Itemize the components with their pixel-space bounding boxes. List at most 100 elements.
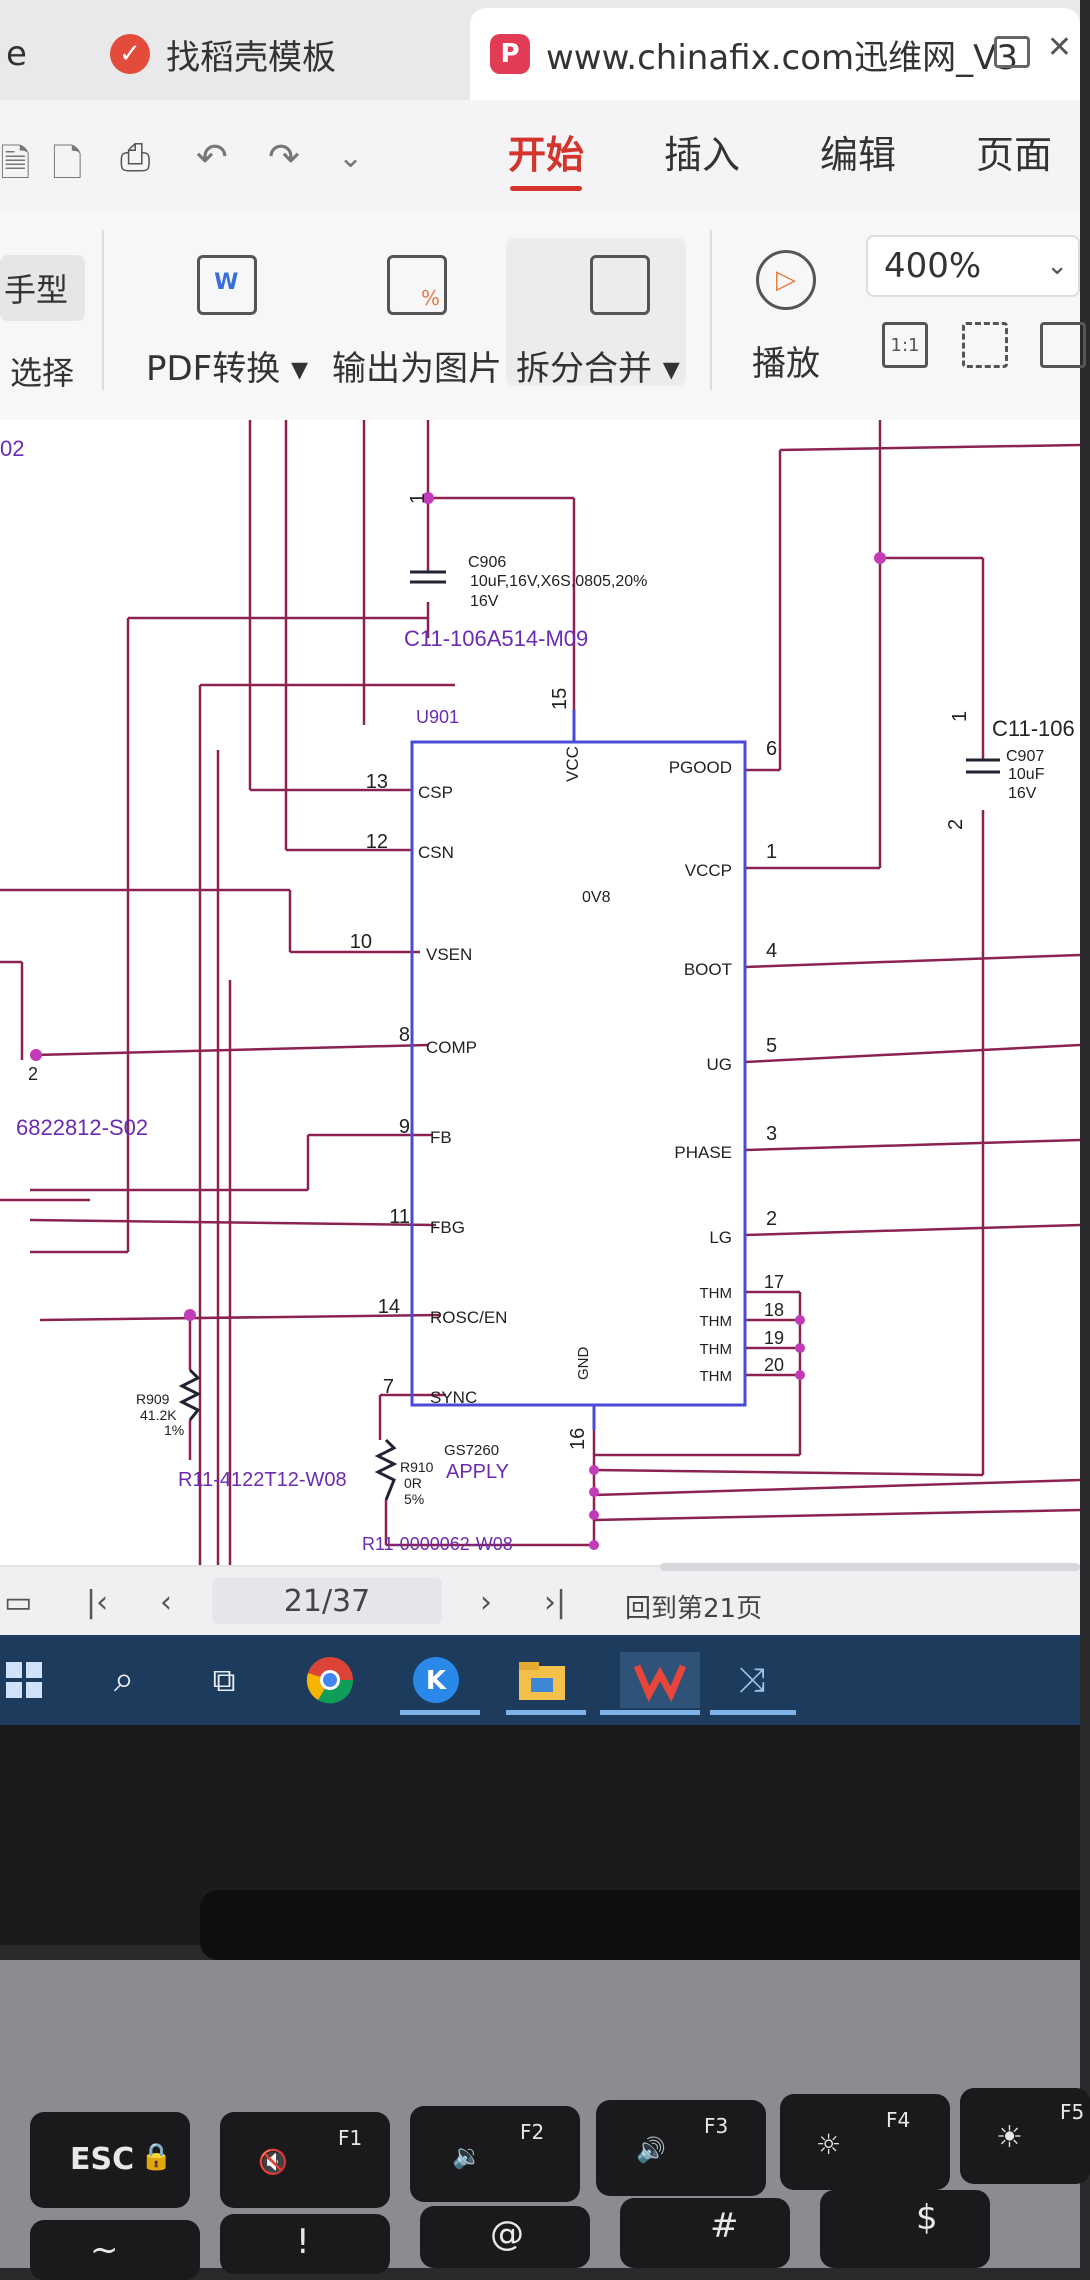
- horizontal-scrollbar[interactable]: [660, 1563, 1080, 1571]
- menu-start[interactable]: 开始: [508, 133, 585, 177]
- gnd-pin-name: GND: [575, 1347, 592, 1381]
- chevron-down-icon: ⌄: [1046, 251, 1068, 281]
- save-icon[interactable]: 🗎: [0, 141, 31, 185]
- split-merge-label: 拆分合并 ▾: [516, 349, 680, 389]
- next-page-icon[interactable]: ›: [480, 1585, 492, 1620]
- close-icon[interactable]: ✕: [1046, 30, 1072, 65]
- tilde-label: ~: [90, 2230, 119, 2270]
- c906-part-number: C11-106A514-M09: [404, 626, 588, 651]
- pdf-convert-icon: W: [197, 255, 258, 315]
- menu-edit[interactable]: 编辑: [820, 133, 897, 177]
- tab-partial[interactable]: e: [0, 8, 86, 100]
- chrome-icon[interactable]: [302, 1652, 358, 1708]
- right-pin-name: BOOT: [684, 960, 732, 979]
- r909-ref: R909: [136, 1391, 170, 1407]
- f5-key[interactable]: ☀ F5: [960, 2088, 1090, 2184]
- laptop-hinge: [200, 1890, 1080, 1960]
- f2-label: F2: [520, 2120, 545, 2144]
- key-4[interactable]: $: [820, 2190, 990, 2268]
- last-page-icon[interactable]: ›|: [544, 1585, 567, 1620]
- left-pin-name: SYNC: [430, 1388, 477, 1407]
- c907-pin1: 1: [949, 711, 971, 722]
- key-1[interactable]: !: [220, 2214, 390, 2274]
- c907-part-number: C11-106: [992, 716, 1075, 741]
- right-pin-number: 5: [766, 1035, 777, 1057]
- hand-tool-button[interactable]: 手型: [0, 255, 85, 321]
- chevron-down-icon[interactable]: ⌄: [338, 140, 364, 175]
- key-2-label: @: [490, 2214, 524, 2254]
- back-to-page-link[interactable]: 回到第21页: [625, 1594, 763, 1624]
- shuffle-app-icon[interactable]: ⤨: [738, 1660, 766, 1700]
- right-pin-name: LG: [709, 1228, 732, 1247]
- browser-tab-strip: e ✓ 找稻壳模板 P www.chinafix.com迅维网_V3 ✕: [0, 0, 1080, 100]
- wps-office-icon[interactable]: [620, 1652, 700, 1708]
- menu-page[interactable]: 页面: [976, 133, 1053, 177]
- r910-tolerance: 5%: [404, 1491, 424, 1507]
- tab-chinafix[interactable]: P www.chinafix.com迅维网_V3 ✕: [470, 8, 1080, 100]
- apply-label: APPLY: [446, 1461, 509, 1483]
- pdf-convert-button[interactable]: W PDF转换 ▾: [146, 255, 308, 390]
- right-pin-number: 1: [766, 841, 777, 863]
- gnd-pin-number: 16: [567, 1428, 589, 1450]
- search-icon[interactable]: ⌕: [113, 1659, 135, 1700]
- print-icon[interactable]: ⎙: [120, 135, 151, 179]
- f1-key[interactable]: 🔇 F1: [220, 2112, 390, 2208]
- key-4-label: $: [916, 2198, 938, 2238]
- tilde-key[interactable]: ~: [30, 2220, 200, 2280]
- play-label: 播放: [752, 344, 820, 384]
- fit-width-icon[interactable]: [1040, 322, 1086, 368]
- window-icon[interactable]: [994, 36, 1030, 68]
- menu-insert[interactable]: 插入: [664, 133, 741, 177]
- undo-icon[interactable]: ↶: [196, 135, 228, 179]
- zoom-select[interactable]: 400% ⌄: [866, 235, 1080, 297]
- export-image-label: 输出为图片: [332, 349, 502, 389]
- c907-symbol: [966, 758, 1000, 774]
- redo-icon[interactable]: ↷: [268, 135, 300, 179]
- f4-label: F4: [886, 2108, 911, 2132]
- ribbon-divider: [102, 230, 104, 390]
- kugou-icon[interactable]: K: [408, 1652, 464, 1708]
- left-pin-name: FBG: [430, 1218, 465, 1237]
- schematic-labels: 02C90610uF,16V,X6S,0805,20%16VC11-106A51…: [0, 436, 1075, 1554]
- actual-size-button[interactable]: 1:1: [882, 322, 928, 368]
- task-view-icon[interactable]: ⧉: [212, 1660, 236, 1699]
- pdf-app-icon: P: [490, 34, 530, 74]
- select-tool-button[interactable]: 选择: [10, 354, 75, 392]
- export-image-button[interactable]: % 输出为图片: [332, 255, 502, 390]
- u901-body: [410, 740, 747, 1407]
- key-1-label: !: [296, 2222, 310, 2262]
- left-pin-name: VSEN: [426, 945, 472, 964]
- actual-size-label: 1:1: [890, 334, 920, 356]
- fit-page-icon[interactable]: [962, 322, 1008, 368]
- right-pin-name: PHASE: [674, 1143, 732, 1162]
- esc-key[interactable]: ESC 🔒: [30, 2112, 190, 2208]
- r910-symbol: [374, 1438, 398, 1501]
- f4-key[interactable]: ☼ F4: [780, 2094, 950, 2190]
- left-pin-name: ROSC/EN: [430, 1308, 507, 1327]
- play-icon: ▷: [756, 250, 816, 310]
- prev-page-icon[interactable]: ‹: [160, 1585, 172, 1620]
- first-page-icon[interactable]: |‹: [86, 1585, 109, 1620]
- file-explorer-icon[interactable]: [514, 1652, 570, 1708]
- vcc-pin-name: VCC: [563, 746, 582, 782]
- left-pin-number: 7: [383, 1376, 394, 1398]
- c906-ref: C906: [468, 554, 506, 571]
- left-pin-number: 13: [366, 771, 388, 793]
- save-as-icon[interactable]: 🗋: [52, 141, 83, 185]
- thm-pin-name: THM: [700, 1368, 733, 1385]
- f5-label: F5: [1060, 2100, 1085, 2124]
- thm-pin-number: 19: [764, 1328, 784, 1348]
- left-pin-2: 2: [28, 1064, 38, 1084]
- tab-docer-templates[interactable]: ✓ 找稻壳模板: [110, 8, 450, 100]
- f1-label: F1: [338, 2126, 363, 2150]
- play-button[interactable]: ▷ 播放: [752, 250, 820, 385]
- f2-key[interactable]: 🔉 F2: [410, 2106, 580, 2202]
- f3-key[interactable]: 🔊 F3: [596, 2100, 766, 2196]
- key-2[interactable]: @: [420, 2206, 590, 2268]
- left-pin-name: CSN: [418, 843, 454, 862]
- key-3[interactable]: #: [620, 2198, 790, 2268]
- windows-start-icon[interactable]: [0, 1652, 52, 1708]
- sidebar-toggle-icon[interactable]: ▭: [4, 1585, 33, 1620]
- page-number-field[interactable]: 21/37: [212, 1578, 442, 1624]
